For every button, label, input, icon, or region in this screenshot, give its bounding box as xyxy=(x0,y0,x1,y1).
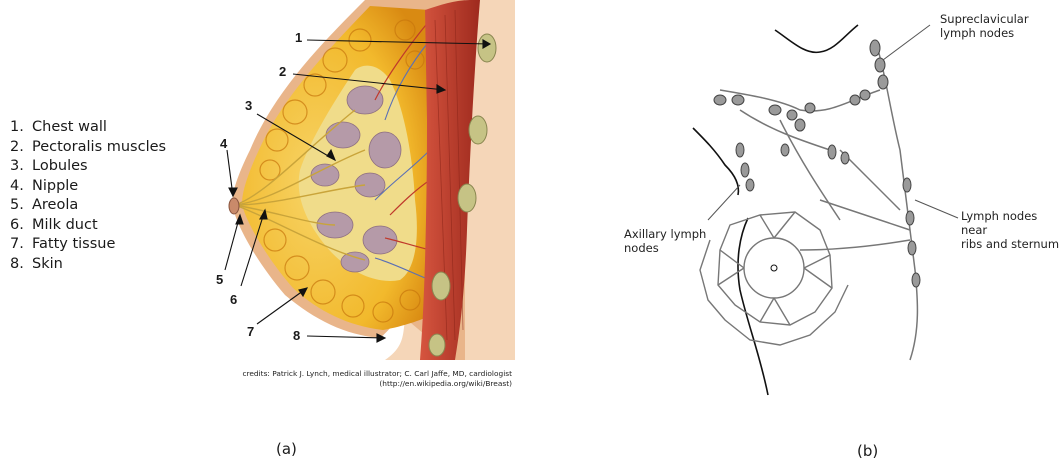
legend-item: 8.Skin xyxy=(10,255,166,275)
legend-text: Nipple xyxy=(32,178,78,194)
label-leaders xyxy=(708,25,958,220)
anatomy-number-5: 5 xyxy=(216,272,223,287)
lymph-vessels xyxy=(720,40,917,360)
legend-number: 3. xyxy=(10,157,32,177)
legend-item: 6.Milk duct xyxy=(10,216,166,236)
legend-text: Chest wall xyxy=(32,119,107,135)
supraclavicular-label: Supreclavicular lymph nodes xyxy=(940,12,1029,40)
anatomy-number-1: 1 xyxy=(295,30,302,45)
legend-item: 3.Lobules xyxy=(10,157,166,177)
legend-number: 5. xyxy=(10,196,32,216)
caption-a: (a) xyxy=(276,440,297,458)
legend-number: 6. xyxy=(10,216,32,236)
lymph-node-diagram: Supreclavicular lymph nodes Axillary lym… xyxy=(600,0,1064,420)
nipple-marker xyxy=(771,265,777,271)
anatomy-number-7: 7 xyxy=(247,324,254,339)
legend-number: 4. xyxy=(10,177,32,197)
legend-number: 2. xyxy=(10,138,32,158)
legend-item: 2.Pectoralis muscles xyxy=(10,138,166,158)
anatomy-number-4: 4 xyxy=(220,136,227,151)
anatomy-number-3: 3 xyxy=(245,98,252,113)
label-line: ribs and sternum xyxy=(961,237,1064,251)
legend-number: 7. xyxy=(10,235,32,255)
caption-b: (b) xyxy=(857,442,878,460)
credits-line: credits: Patrick J. Lynch, medical illus… xyxy=(232,369,512,379)
legend-text: Pectoralis muscles xyxy=(32,139,166,155)
label-line: nodes xyxy=(624,241,706,255)
label-line: Lymph nodes near xyxy=(961,209,1064,237)
legend-item: 5.Areola xyxy=(10,196,166,216)
credits-url: (http://en.wikipedia.org/wiki/Breast) xyxy=(232,379,512,389)
legend-item: 4.Nipple xyxy=(10,177,166,197)
anatomy-number-6: 6 xyxy=(230,292,237,307)
legend-number: 1. xyxy=(10,118,32,138)
anatomy-number-8: 8 xyxy=(293,328,300,343)
legend-text: Skin xyxy=(32,256,63,272)
image-credits: credits: Patrick J. Lynch, medical illus… xyxy=(232,369,512,388)
breast-cross-section-drawing xyxy=(215,0,515,360)
breast-lymph-network xyxy=(700,212,848,345)
legend-item: 1.Chest wall xyxy=(10,118,166,138)
label-line: Axillary lymph xyxy=(624,227,706,241)
breast-anatomy-illustration: 1 2 3 4 5 6 7 8 xyxy=(215,0,515,360)
nipple xyxy=(229,198,239,214)
legend-text: Lobules xyxy=(32,158,88,174)
anatomy-number-2: 2 xyxy=(279,64,286,79)
label-line: lymph nodes xyxy=(940,26,1029,40)
anatomy-legend: 1.Chest wall 2.Pectoralis muscles 3.Lobu… xyxy=(10,118,166,274)
legend-number: 8. xyxy=(10,255,32,275)
legend-text: Fatty tissue xyxy=(32,236,115,252)
legend-item: 7.Fatty tissue xyxy=(10,235,166,255)
legend-text: Areola xyxy=(32,197,78,213)
legend-text: Milk duct xyxy=(32,217,98,233)
label-line: Supreclavicular xyxy=(940,12,1029,26)
axillary-label: Axillary lymph nodes xyxy=(624,227,706,255)
ribs-sternum-label: Lymph nodes near ribs and sternum xyxy=(961,209,1064,251)
